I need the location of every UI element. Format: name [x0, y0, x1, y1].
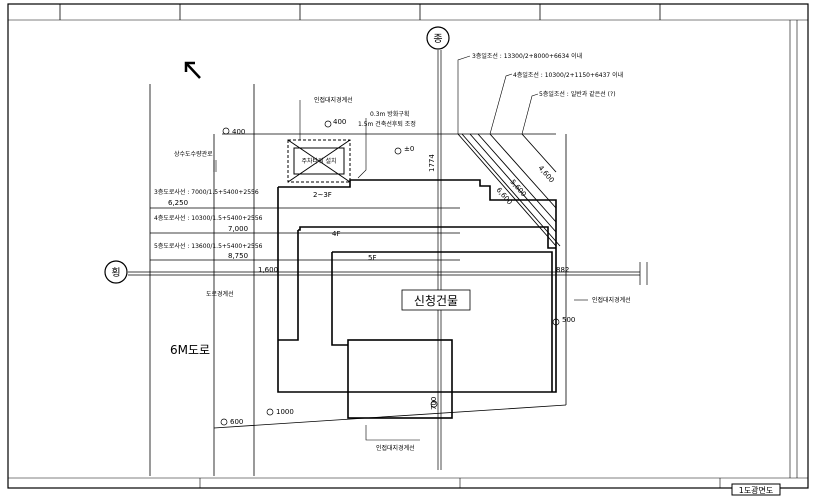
note-fire-zone: 0.3m 방화구획	[370, 110, 409, 118]
sheet-frame	[7, 3, 809, 489]
dim-882: 882	[556, 266, 569, 274]
note-road-line-5f: 5층도로사선 : 13600/1.5+5400+2556	[154, 242, 263, 250]
dimension-marks	[220, 120, 560, 426]
west-axis-label: 횡	[111, 267, 120, 279]
north-axis-marker: 종	[426, 26, 450, 50]
diag-dim-1: 4,600	[536, 164, 555, 184]
dim-top-mid: 400	[333, 118, 346, 126]
dim-600: 600	[230, 418, 243, 426]
west-axis-marker: 횡	[104, 260, 128, 284]
note-site-boundary-right: 인접대지경계선	[592, 296, 631, 304]
north-axis-label: 종	[433, 33, 442, 45]
drawing-stamp: 1도광면도	[731, 483, 781, 496]
building-label: 신청건물	[414, 294, 458, 308]
note-water-pipe: 상수도수량관로	[174, 150, 213, 158]
dim-4f: 7,000	[228, 225, 248, 233]
stamp-label: 1도광면도	[739, 485, 774, 495]
note-road-line-3f: 3층도로사선 : 7000/1.5+5400+2556	[154, 188, 259, 196]
note-site-boundary-bottom: 인접대지경계선	[376, 444, 415, 452]
building-outlines	[277, 179, 557, 419]
dim-pt: ±0	[404, 145, 414, 153]
boundary-lines	[149, 84, 567, 476]
dim-top-left: 400	[232, 128, 245, 136]
level-4f: 4F	[332, 230, 340, 238]
note-site-boundary-top: 인접대지경계선	[314, 96, 353, 104]
road-label: 6M도로	[170, 343, 210, 357]
note-5f-sunlight: 5층일조선 : 일반과 같은선 (?)	[539, 90, 616, 98]
dim-500: 500	[562, 316, 575, 324]
dim-700: 700	[430, 397, 438, 410]
note-3f-sunlight: 3층일조선 : 13300/2+8000+6634 이내	[472, 52, 582, 60]
note-road-line-4f: 4층도로사선 : 10300/1.5+5400+2556	[154, 214, 263, 222]
note-road-boundary: 도로경계선	[206, 290, 234, 298]
level-5f: 5F	[368, 254, 376, 262]
dim-3f: 6,250	[168, 199, 188, 207]
level-2-3f: 2~3F	[313, 191, 332, 199]
sunlight-diagonals	[457, 133, 561, 247]
building-label-box	[401, 289, 471, 311]
north-arrow-icon	[184, 61, 201, 79]
note-4f-sunlight: 4층일조선 : 10300/2+1150+6437 이내	[513, 71, 623, 79]
parking-tower-box	[287, 139, 351, 183]
dim-5f: 8,750	[228, 252, 248, 260]
dim-1600: 1,600	[258, 266, 278, 274]
parking-box-label: 주차타워 설치	[301, 157, 336, 165]
leader-lines	[213, 55, 588, 441]
note-setback: 1.5m 건축선후퇴 조정	[358, 120, 416, 128]
dim-1000: 1000	[276, 408, 294, 416]
dim-1774: 1774	[428, 154, 436, 172]
